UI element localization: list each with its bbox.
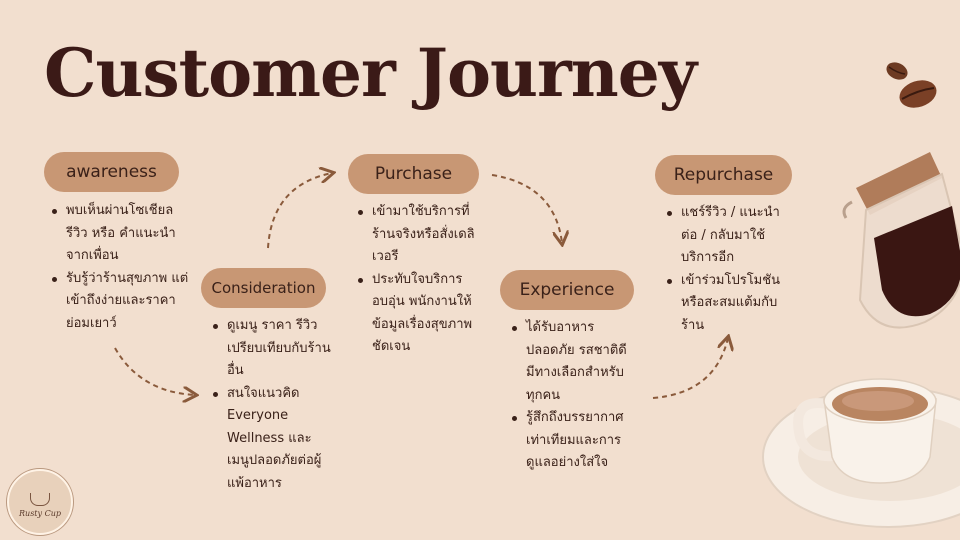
stage-list-consideration: ดูเมนู ราคา รีวิว เปรียบเทียบกับร้านอื่น… [213,315,331,495]
stage-list-repurchase: แชร์รีวิว / แนะนำต่อ / กลับมาใช้บริการอี… [667,202,792,337]
list-item: เข้ามาใช้บริการที่ร้านจริงหรือสั่งเดลิเว… [358,201,478,269]
arrow-consideration-purchase [267,173,332,249]
glass-coffee-pot-icon [842,152,960,329]
stage-pill-experience: Experience [500,270,634,310]
stage-pill-consideration: Consideration [201,268,326,308]
page-title: Customer Journey [44,34,697,112]
stage-list-awareness: พบเห็นผ่านโซเชียล รีวิว หรือ คำแนะนำจากเ… [52,200,192,335]
arrow-experience-repurchase [652,338,728,399]
list-item: ได้รับอาหารปลอดภัย รสชาติดี มีทางเลือกสำ… [512,317,630,407]
logo-cup-icon [30,492,50,506]
stage-list-experience: ได้รับอาหารปลอดภัย รสชาติดี มีทางเลือกสำ… [512,317,630,475]
list-item: แชร์รีวิว / แนะนำต่อ / กลับมาใช้บริการอี… [667,202,792,270]
list-item: รับรู้ว่าร้านสุขภาพ แต่เข้าถึงง่ายและราค… [52,268,192,336]
coffee-cup-icon [762,378,960,528]
stage-list-purchase: เข้ามาใช้บริการที่ร้านจริงหรือสั่งเดลิเว… [358,201,478,359]
list-item: ประทับใจบริการอบอุ่น พนักงานให้ข้อมูลเรื… [358,269,478,359]
list-item: เข้าร่วมโปรโมชันหรือสะสมแต้มกับร้าน [667,270,792,338]
coffee-beans-icon [886,62,937,108]
logo-text: Rusty Cup [19,508,61,518]
stage-pill-purchase: Purchase [348,154,479,194]
stage-pill-awareness: awareness [44,152,179,192]
brand-logo-icon: Rusty Cup [7,469,73,535]
list-item: พบเห็นผ่านโซเชียล รีวิว หรือ คำแนะนำจากเ… [52,200,192,268]
stage-pill-repurchase: Repurchase [655,155,792,195]
list-item: สนใจแนวคิด Everyone Wellness และเมนูปลอด… [213,383,331,496]
list-item: รู้สึกถึงบรรยากาศเท่าเทียมและการดูแลอย่า… [512,407,630,475]
arrow-awareness-consideration [114,347,195,395]
list-item: ดูเมนู ราคา รีวิว เปรียบเทียบกับร้านอื่น [213,315,331,383]
arrow-purchase-experience [491,174,562,243]
